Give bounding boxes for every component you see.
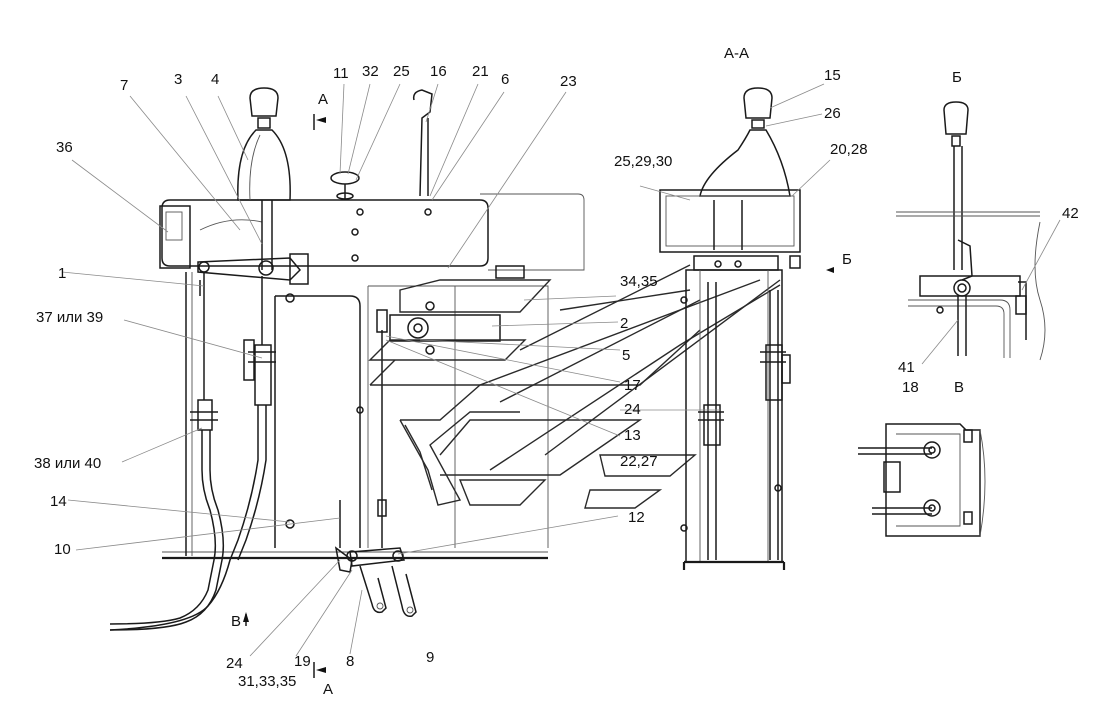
callout-9: 9 — [426, 649, 435, 666]
callout-34-35: 34,35 — [620, 273, 658, 290]
view-b — [896, 101, 1046, 361]
callout-6: 6 — [501, 71, 510, 88]
callout-15: 15 — [824, 67, 841, 84]
callout-17: 17 — [624, 377, 641, 394]
callout-4: 4 — [211, 71, 220, 88]
cut-label-a-top: А — [318, 91, 329, 108]
callout-20-28: 20,28 — [830, 141, 868, 158]
view-title-b: Б — [952, 69, 962, 86]
callout-41: 41 — [898, 359, 915, 376]
callout-3: 3 — [174, 71, 183, 88]
view-arrows — [243, 114, 834, 678]
callout-25: 25 — [393, 63, 410, 80]
callout-10: 10 — [54, 541, 71, 558]
callout-38-40: 38 или 40 — [34, 455, 102, 472]
callout-1: 1 — [58, 265, 67, 282]
callout-25-29-30: 25,29,30 — [614, 153, 673, 170]
callout-5: 5 — [622, 347, 631, 364]
callout-37-39: 37 или 39 — [36, 309, 104, 326]
callout-32: 32 — [362, 63, 379, 80]
callout-42: 42 — [1062, 205, 1079, 222]
callout-36: 36 — [56, 139, 73, 156]
callout-26: 26 — [824, 105, 841, 122]
cut-label-a-bottom: А — [323, 681, 334, 698]
view-arrow-label-b: Б — [842, 251, 852, 268]
callout-8: 8 — [346, 653, 355, 670]
callout-24-right: 24 — [624, 401, 641, 418]
main-view — [109, 87, 585, 631]
callout-12: 12 — [628, 509, 645, 526]
callout-16: 16 — [430, 63, 447, 80]
callout-7: 7 — [120, 77, 129, 94]
leader-lines — [61, 83, 1061, 657]
callout-24-bottom: 24 — [226, 655, 243, 672]
callout-19: 19 — [294, 653, 311, 670]
callout-31-33-35: 31,33,35 — [238, 673, 297, 690]
callout-13: 13 — [624, 427, 641, 444]
view-title-v: В — [954, 379, 965, 396]
callout-11: 11 — [333, 65, 349, 82]
callout-18: 18 — [902, 379, 919, 396]
view-v — [858, 423, 986, 537]
callout-14: 14 — [50, 493, 67, 510]
view-arrow-label-v: В — [231, 613, 242, 630]
section-title-aa: А-А — [724, 45, 750, 62]
callout-23: 23 — [560, 73, 577, 90]
callout-21: 21 — [472, 63, 489, 80]
callout-2: 2 — [620, 315, 629, 332]
callout-22-27: 22,27 — [620, 453, 658, 470]
ghost-outline — [368, 264, 781, 509]
section-aa-view — [659, 87, 801, 570]
